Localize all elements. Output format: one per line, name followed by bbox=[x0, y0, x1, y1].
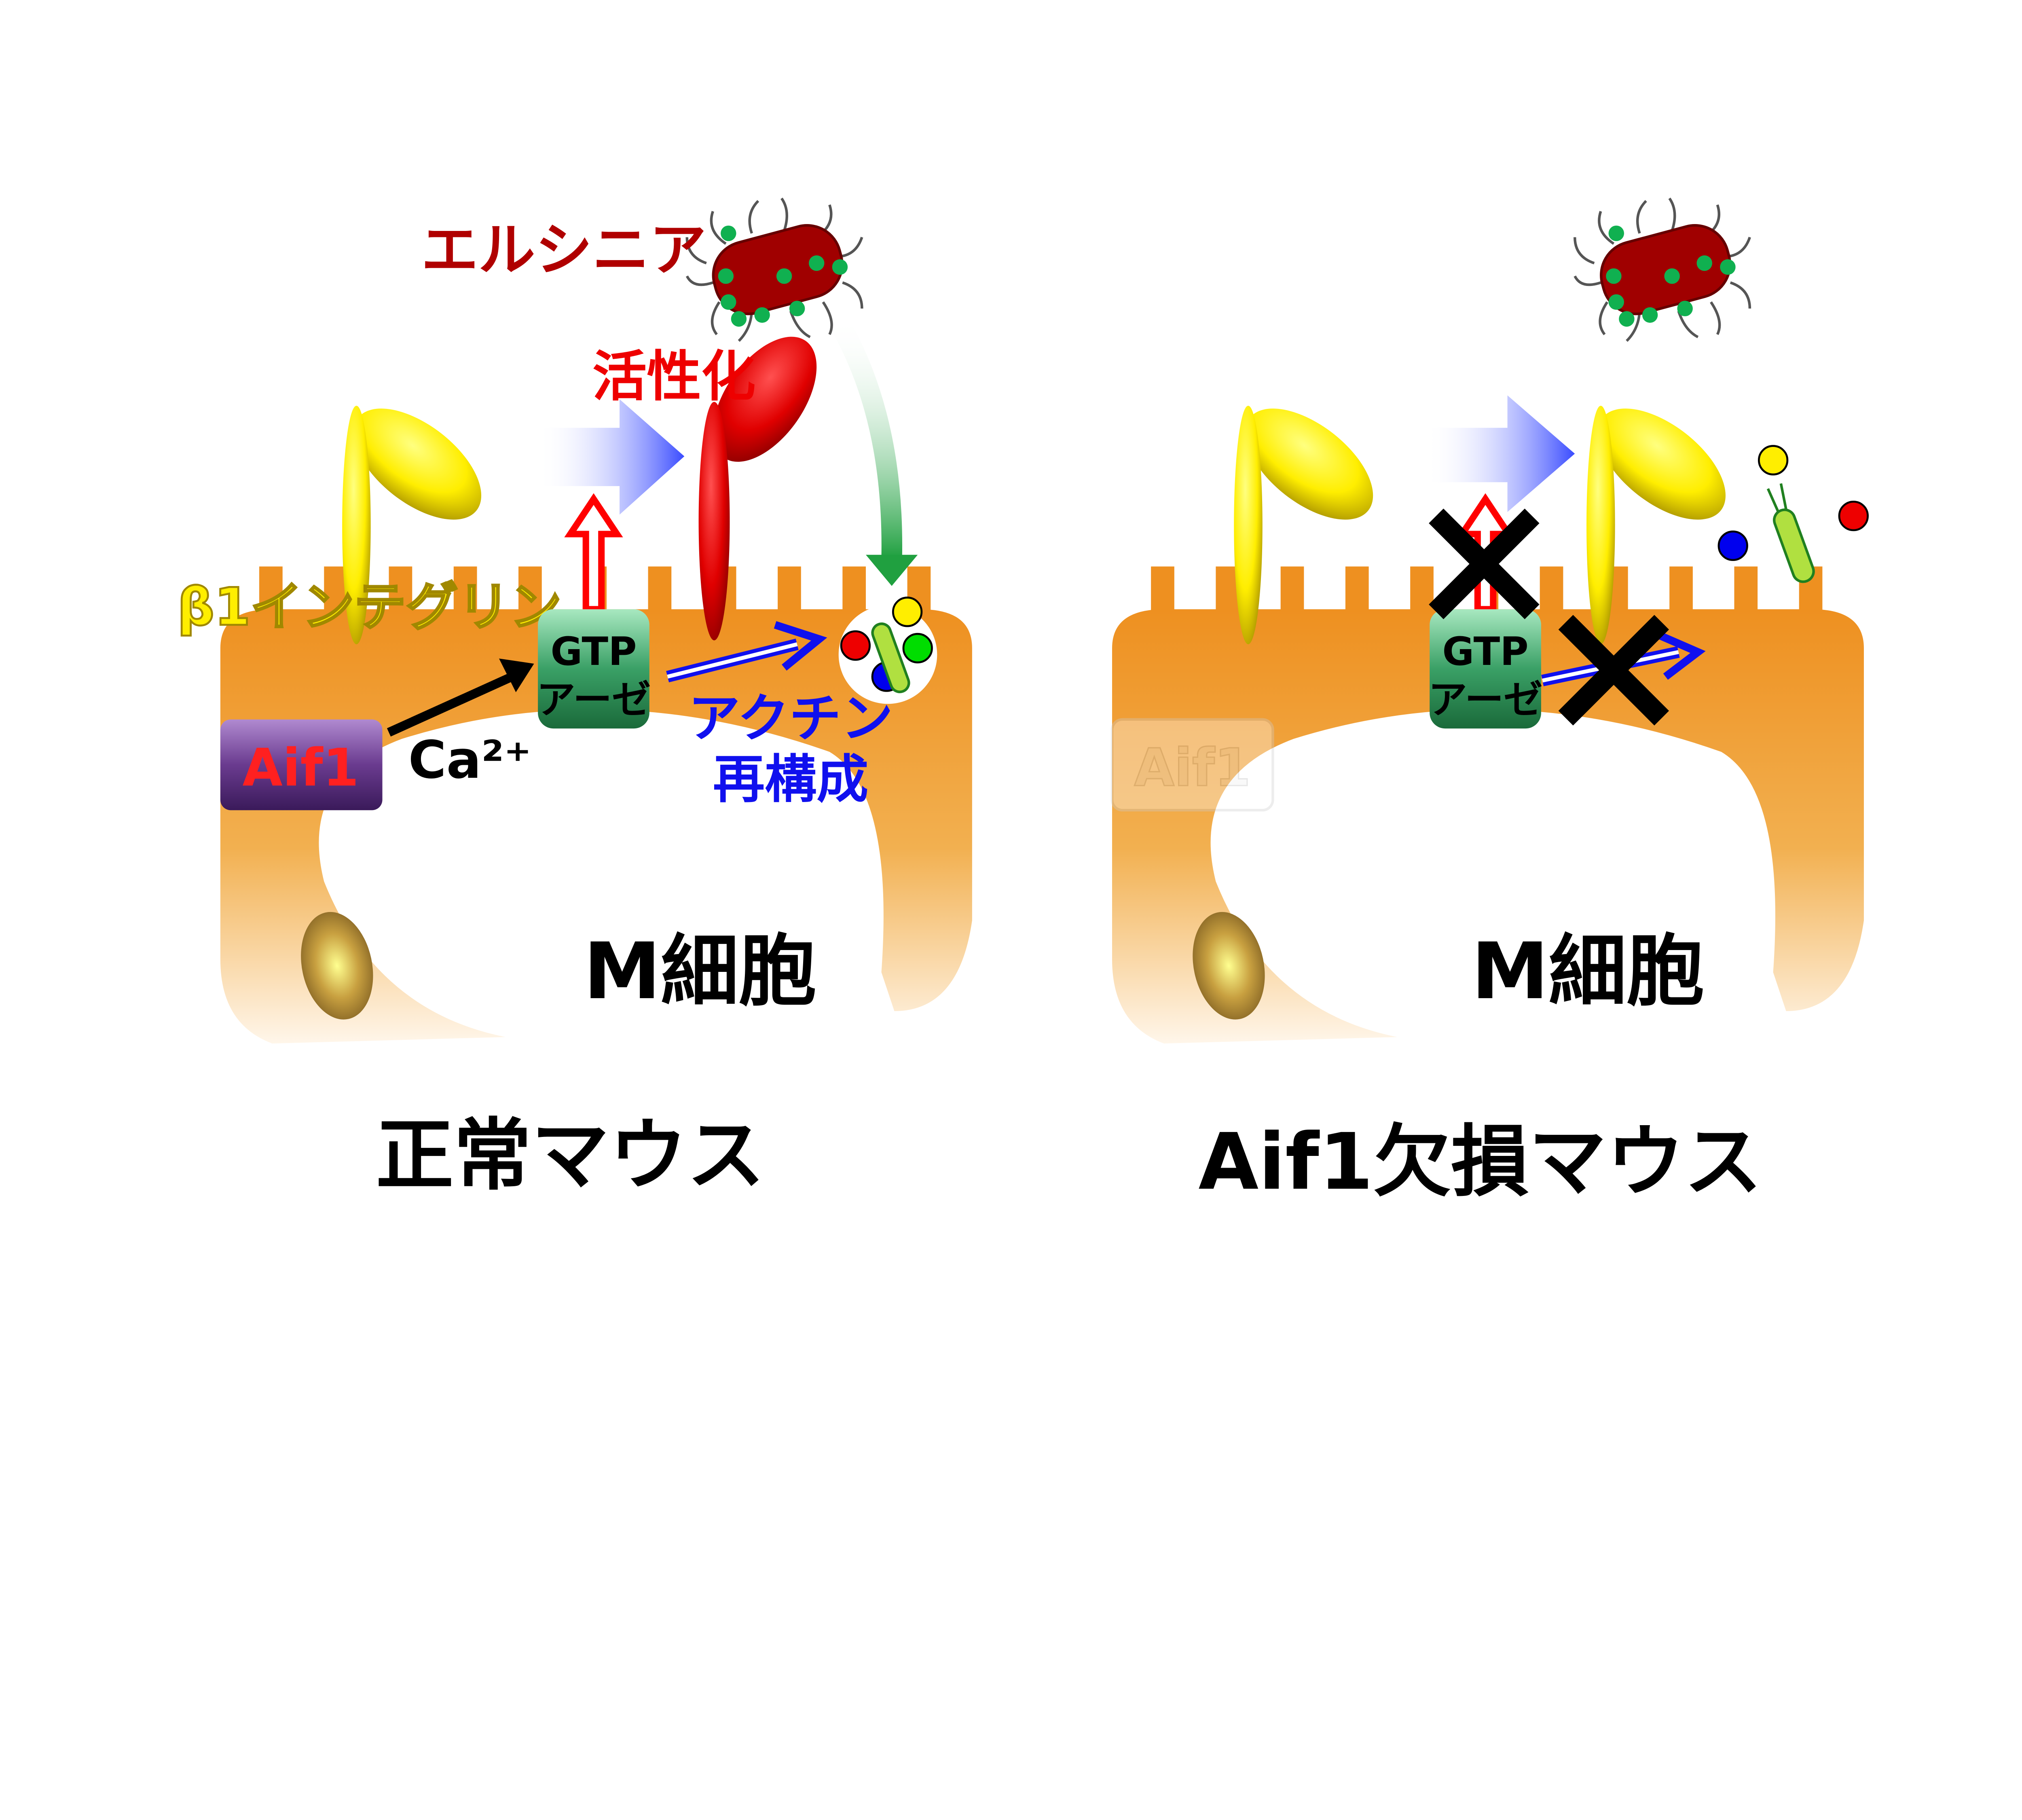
gtpase-label-1: GTP bbox=[1442, 629, 1528, 674]
panel-title: 正常マウス bbox=[376, 1111, 765, 1201]
gtpase-box: GTP アーゼ bbox=[1428, 609, 1543, 729]
m-cell-label: M細胞 bbox=[1471, 927, 1704, 1017]
integrin-not-activated bbox=[1586, 406, 1726, 644]
actin-arrowhead bbox=[774, 621, 827, 671]
integrin-active bbox=[698, 336, 817, 641]
signal-arrow bbox=[538, 399, 685, 515]
left-panel-normal-mouse: エルシニア 活性化 β1インテグリン GTP アーゼ Aif1 Ca²⁺ アクチ… bbox=[176, 198, 972, 1201]
aif1-box-absent: Aif1 bbox=[1110, 718, 1274, 812]
signal-arrow bbox=[1426, 395, 1575, 512]
nucleus bbox=[1193, 912, 1265, 1020]
aif1-label: Aif1 bbox=[243, 738, 359, 798]
integrin-inactive bbox=[342, 406, 482, 644]
block-x-icon bbox=[1429, 508, 1540, 619]
actin-arrowhead bbox=[1657, 631, 1706, 680]
diagram: エルシニア 活性化 β1インテグリン GTP アーゼ Aif1 Ca²⁺ アクチ… bbox=[176, 0, 1869, 1207]
gtpase-label-2: アーゼ bbox=[1428, 677, 1543, 722]
actin-label-1: アクチン bbox=[688, 689, 893, 749]
bacterium-uptake-arrow bbox=[827, 312, 903, 558]
activation-label: 活性化 bbox=[592, 345, 756, 408]
bacterium bbox=[1575, 198, 1750, 341]
free-particles bbox=[1717, 445, 1869, 583]
uptake-arrowhead bbox=[866, 554, 918, 586]
panel-title: Aif1欠損マウス bbox=[1198, 1117, 1762, 1207]
integrin-inactive bbox=[1234, 406, 1373, 644]
nucleus bbox=[301, 912, 373, 1020]
right-panel-aif1-knockout-mouse: GTP アーゼ Aif1 M細胞 Aif1欠損マウス bbox=[1110, 198, 1869, 1207]
aif1-box: Aif1 bbox=[220, 719, 383, 811]
aif1-label: Aif1 bbox=[1134, 738, 1251, 798]
block-x-icon bbox=[1558, 615, 1669, 726]
integrin-label: β1インテグリン bbox=[177, 577, 561, 637]
calcium-arrowhead bbox=[499, 658, 534, 692]
calcium-label: Ca²⁺ bbox=[408, 730, 531, 790]
gtpase-label-2: アーゼ bbox=[537, 677, 651, 722]
up-arrow bbox=[564, 493, 623, 613]
actin-label-2: 再構成 bbox=[713, 749, 869, 810]
gtpase-label-1: GTP bbox=[550, 629, 637, 674]
actin-arrow-core bbox=[667, 642, 798, 679]
bacterium-label: エルシニア bbox=[421, 217, 706, 284]
phagosome bbox=[838, 597, 937, 704]
gtpase-box: GTP アーゼ bbox=[537, 609, 651, 729]
m-cell-label: M細胞 bbox=[584, 927, 816, 1017]
calcium-arrow bbox=[387, 672, 514, 737]
